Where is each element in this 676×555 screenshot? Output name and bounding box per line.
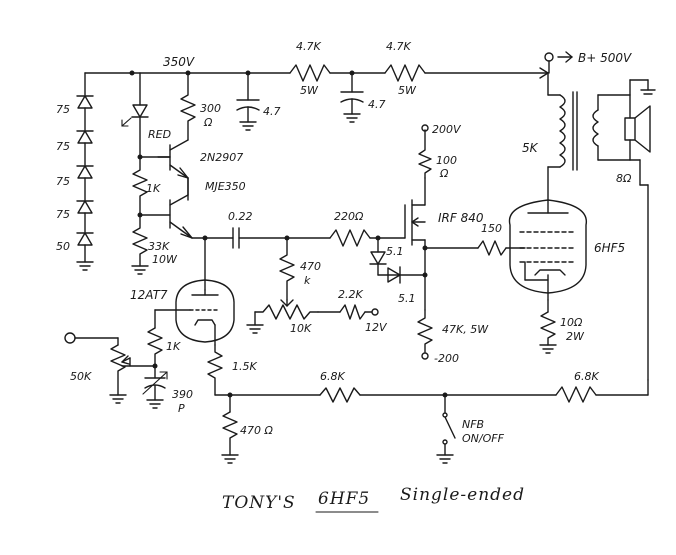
label-r-220: 220Ω (334, 210, 364, 223)
label-r-5w-b: 5W (398, 84, 417, 97)
label-zener-3: 75 (56, 175, 70, 188)
label-r-100: 100 (436, 154, 457, 167)
mosfet-gate (329, 124, 433, 360)
label-zener-5-1-a: 5.1 (386, 245, 404, 258)
label-r-1-5k: 1.5K (232, 360, 257, 373)
feedback-network (207, 344, 649, 464)
bias-network (246, 237, 379, 334)
top-rail (84, 51, 573, 82)
label-r-300: 300 (200, 102, 221, 115)
label-r-6-8k-b: 6.8K (574, 370, 599, 383)
label-r-470: 470 Ω (240, 424, 273, 437)
label-zener-5-1-b: 5.1 (398, 292, 416, 305)
label-cap-4-7-a: 4.7 (263, 105, 281, 118)
label-neg-200: -200 (434, 352, 459, 365)
label-r-5w-a: 5W (300, 84, 319, 97)
title-tube: 6HF5 (318, 489, 370, 509)
label-r-2-2k: 2.2K (338, 288, 363, 301)
label-12at7: 12AT7 (130, 288, 168, 302)
label-r-6-8k-a: 6.8K (320, 370, 345, 383)
label-r-4k7-b: 4.7K (386, 40, 411, 53)
label-cap-390-p: P (178, 402, 185, 415)
cap-0-22 (202, 227, 331, 249)
label-200v: 200V (432, 123, 462, 136)
tube-6hf5 (508, 199, 587, 301)
label-6hf5: 6HF5 (594, 241, 625, 255)
label-r-150: 150 (481, 222, 502, 235)
label-r-33k: 33K (148, 240, 170, 253)
tube-12at7 (154, 279, 235, 346)
label-cap-390: 390 (172, 388, 193, 401)
label-cap-4-7-b: 4.7 (368, 98, 386, 111)
label-led: RED (148, 128, 171, 141)
label-cap-022: 0.22 (228, 210, 253, 223)
label-350v: 350V (163, 55, 195, 69)
current-source (121, 72, 206, 291)
label-b-plus: B+ 500V (578, 51, 632, 65)
label-xfmr-5k: 5K (522, 141, 539, 155)
label-ohm-100: Ω (439, 167, 449, 180)
label-zener-2: 75 (56, 140, 70, 153)
schematic-title: TONY'S 6HF5 Single-ended (222, 485, 525, 513)
label-pot-10k: 10K (290, 322, 312, 335)
input-stage (64, 309, 168, 409)
cap-4-7-a (236, 72, 260, 131)
label-nfb-switch: ON/OFF (462, 432, 505, 445)
label-zener-5: 50 (56, 240, 70, 253)
label-2n2907: 2N2907 (200, 151, 243, 164)
label-12v: 12V (365, 321, 388, 334)
component-labels: 350V 4.7K 5W 4.7K 5W B+ 500V 4.7 4.7 75 … (56, 40, 632, 445)
title-prefix: TONY'S (222, 493, 296, 513)
label-ohm-300: Ω (203, 116, 213, 129)
label-r-4k7-a: 4.7K (296, 40, 321, 53)
title-suffix: Single-ended (400, 485, 525, 505)
label-pot-50k: 50K (70, 370, 92, 383)
cathode-resistor (539, 299, 557, 354)
label-zener-1: 75 (56, 103, 70, 116)
label-mje350: MJE350 (205, 180, 246, 193)
cap-4-7-b (340, 72, 364, 123)
label-r-1k-top: 1K (146, 182, 161, 195)
label-r-47k: 47K, 5W (442, 323, 489, 336)
label-zener-4: 75 (56, 208, 70, 221)
label-irf840: IRF 840 (438, 211, 484, 225)
label-r-470k-k: k (304, 274, 311, 287)
label-r-470k: 470 (300, 260, 321, 273)
label-nfb: NFB (462, 418, 484, 431)
label-r-1k-grid: 1K (166, 340, 181, 353)
label-r-10: 10Ω (560, 316, 583, 329)
label-speaker: 8Ω (616, 172, 632, 185)
output-transformer (547, 72, 656, 381)
label-r-10-w: 2W (566, 330, 585, 343)
label-r-33k-w: 10W (152, 253, 178, 266)
zener-stack (76, 72, 94, 271)
